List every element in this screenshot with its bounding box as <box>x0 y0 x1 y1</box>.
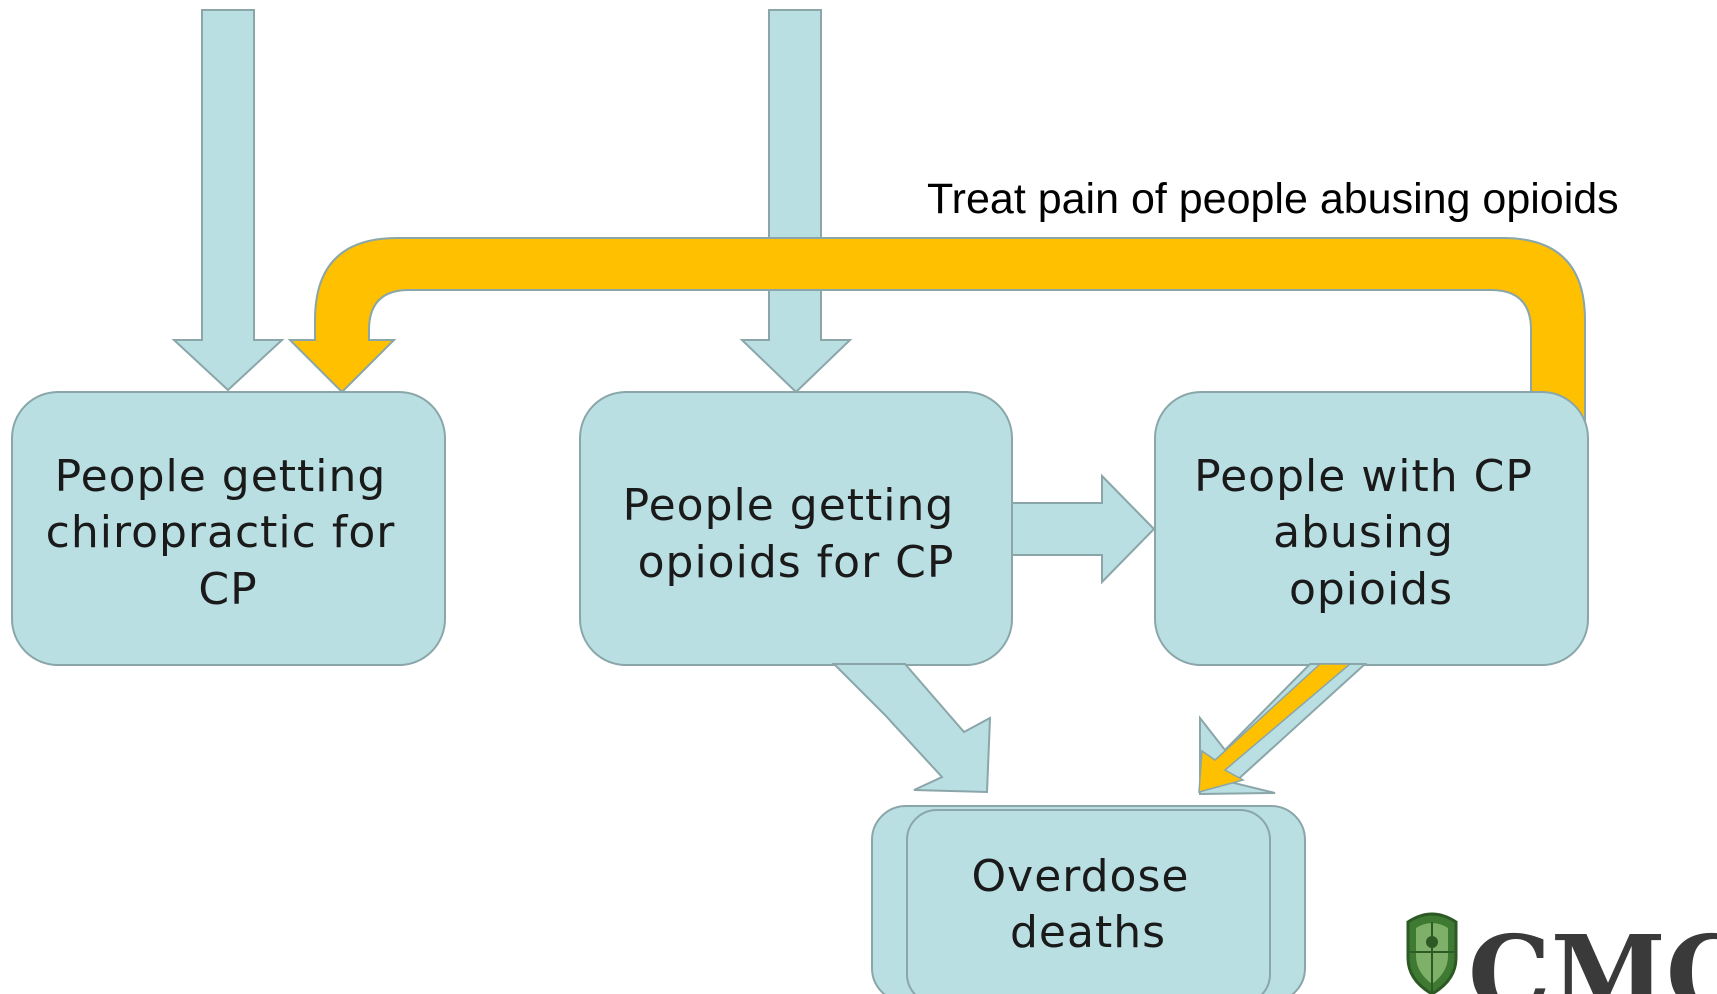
cmcc-logo: CMCO <box>1406 912 1717 994</box>
inflow-arrow-chiropractic <box>171 9 285 392</box>
node-abusing: People with CP abusing opioids <box>1154 391 1589 666</box>
loop-label: Treat pain of people abusing opioids <box>927 175 1619 223</box>
svg-text:People getting opioids f: People getting opioids for CP <box>623 480 970 588</box>
logo-shield-icon <box>1406 912 1458 994</box>
feedback-loop-arrow <box>287 237 1586 422</box>
node-overdose-line-1: Overdose <box>972 851 1190 902</box>
node-opioids-line-1: People getting <box>623 480 955 531</box>
arrow-abusing-to-overdose-highlight <box>1198 663 1353 794</box>
node-abusing-line-1: People with CP <box>1194 451 1533 502</box>
svg-text:People with CP abusing: People with CP abusing opioids <box>1194 451 1548 615</box>
logo-text: CMCO <box>1468 912 1717 994</box>
node-chiropractic-line-1: People getting <box>55 451 387 502</box>
svg-text:People getting chiroprac: People getting chiropractic for CP <box>46 451 411 615</box>
inflow-arrow-opioids <box>739 9 853 394</box>
node-chiropractic-line-2: chiropractic for <box>46 507 396 558</box>
svg-text:Overdose deaths: Overdose deaths <box>972 851 1205 958</box>
node-chiropractic: People getting chiropractic for CP <box>11 391 446 666</box>
node-abusing-line-2: abusing <box>1273 507 1454 558</box>
node-opioids-line-2: opioids for CP <box>638 537 955 588</box>
node-abusing-line-3: opioids <box>1289 564 1453 615</box>
node-chiropractic-line-3: CP <box>198 564 257 615</box>
arrow-opioids-to-overdose <box>831 663 992 794</box>
node-overdose: Overdose deaths <box>871 805 1306 994</box>
arrow-abusing-to-overdose <box>1199 663 1368 796</box>
node-opioids: People getting opioids for CP <box>579 391 1013 666</box>
node-overdose-line-2: deaths <box>1010 907 1166 958</box>
arrow-opioids-to-abusing <box>1009 473 1156 585</box>
